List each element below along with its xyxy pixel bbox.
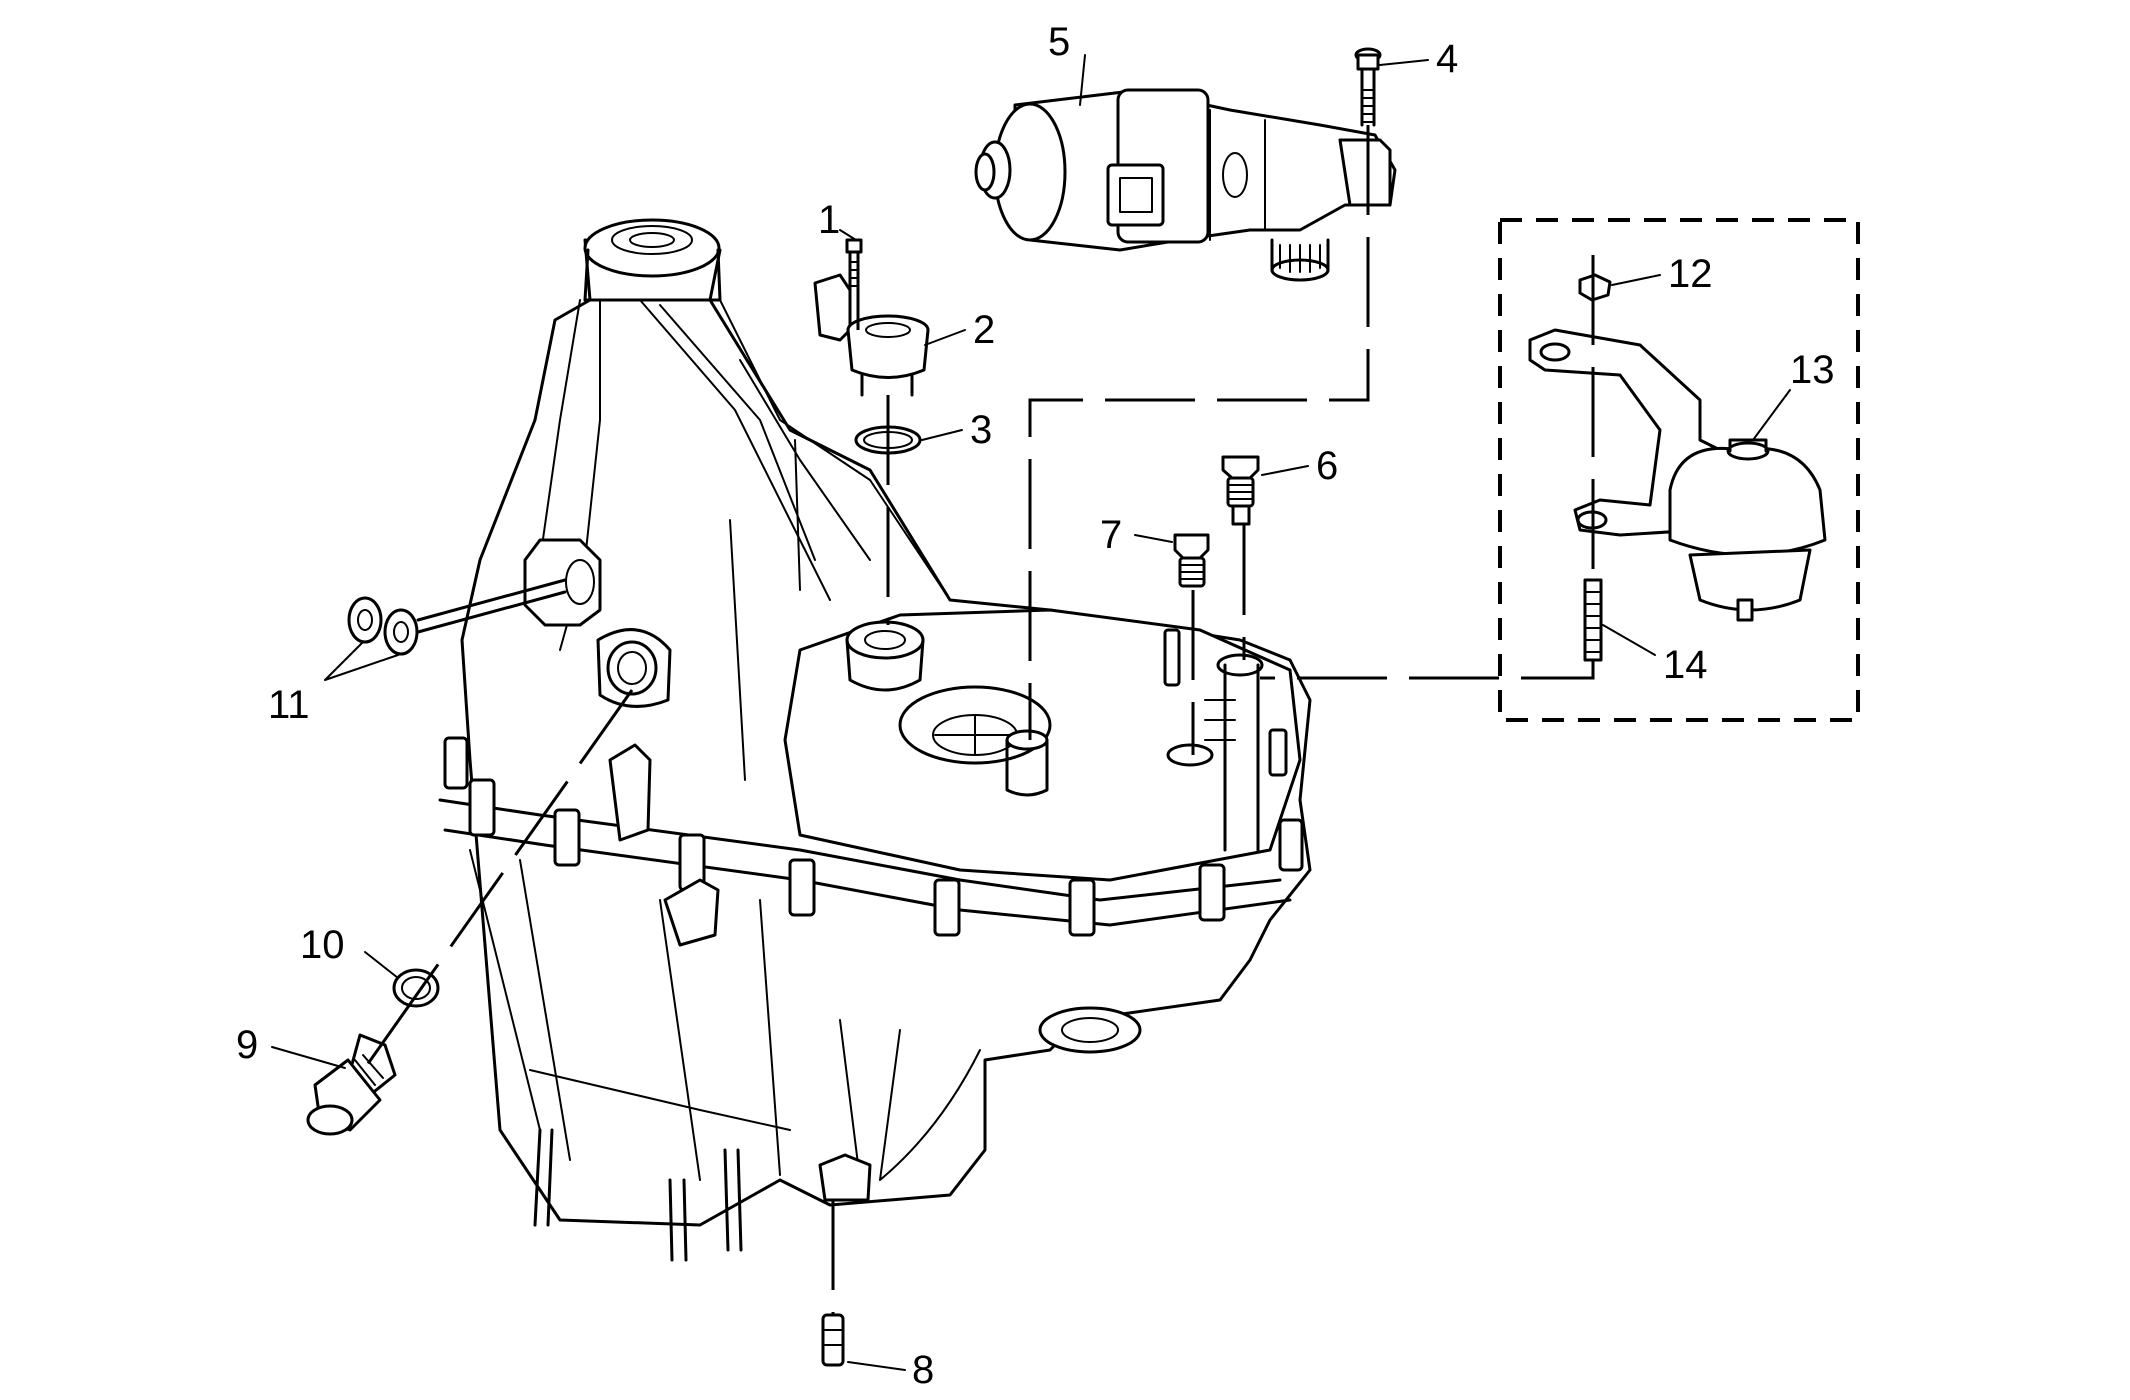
bolt-part-1 <box>845 238 863 292</box>
transfer-case-housing <box>438 218 1312 1262</box>
callout-10: 10 <box>300 923 345 967</box>
plug-part-6 <box>1221 455 1260 526</box>
bolt-part-4 <box>1354 47 1382 127</box>
plug-part-8 <box>821 1313 845 1367</box>
encoder-motor <box>974 88 1397 282</box>
flange-bolts <box>443 628 1304 937</box>
leader-lines <box>271 54 1791 1371</box>
bolt-washers-part-11 <box>347 578 567 656</box>
callout-13: 13 <box>1790 348 1835 392</box>
plug-part-7 <box>1173 533 1210 588</box>
callout-4: 4 <box>1436 37 1458 81</box>
callout-5: 5 <box>1048 20 1070 64</box>
callout-9: 9 <box>236 1023 258 1067</box>
callout-11: 11 <box>268 683 310 727</box>
switch-part-9 <box>306 1033 397 1136</box>
callout-labels: 1 2 3 4 5 6 7 8 9 10 11 12 13 14 <box>236 20 1835 1392</box>
mount-assembly <box>1528 273 1827 662</box>
callout-3: 3 <box>970 408 992 452</box>
callout-2: 2 <box>973 308 995 352</box>
assembly-guide-lines <box>358 125 1595 1315</box>
callout-12: 12 <box>1668 252 1713 296</box>
callout-1: 1 <box>818 198 840 242</box>
speed-sensor <box>813 273 930 397</box>
callout-14: 14 <box>1663 643 1708 687</box>
callout-7: 7 <box>1100 513 1122 557</box>
callout-8: 8 <box>912 1348 934 1392</box>
callout-6: 6 <box>1316 444 1338 488</box>
